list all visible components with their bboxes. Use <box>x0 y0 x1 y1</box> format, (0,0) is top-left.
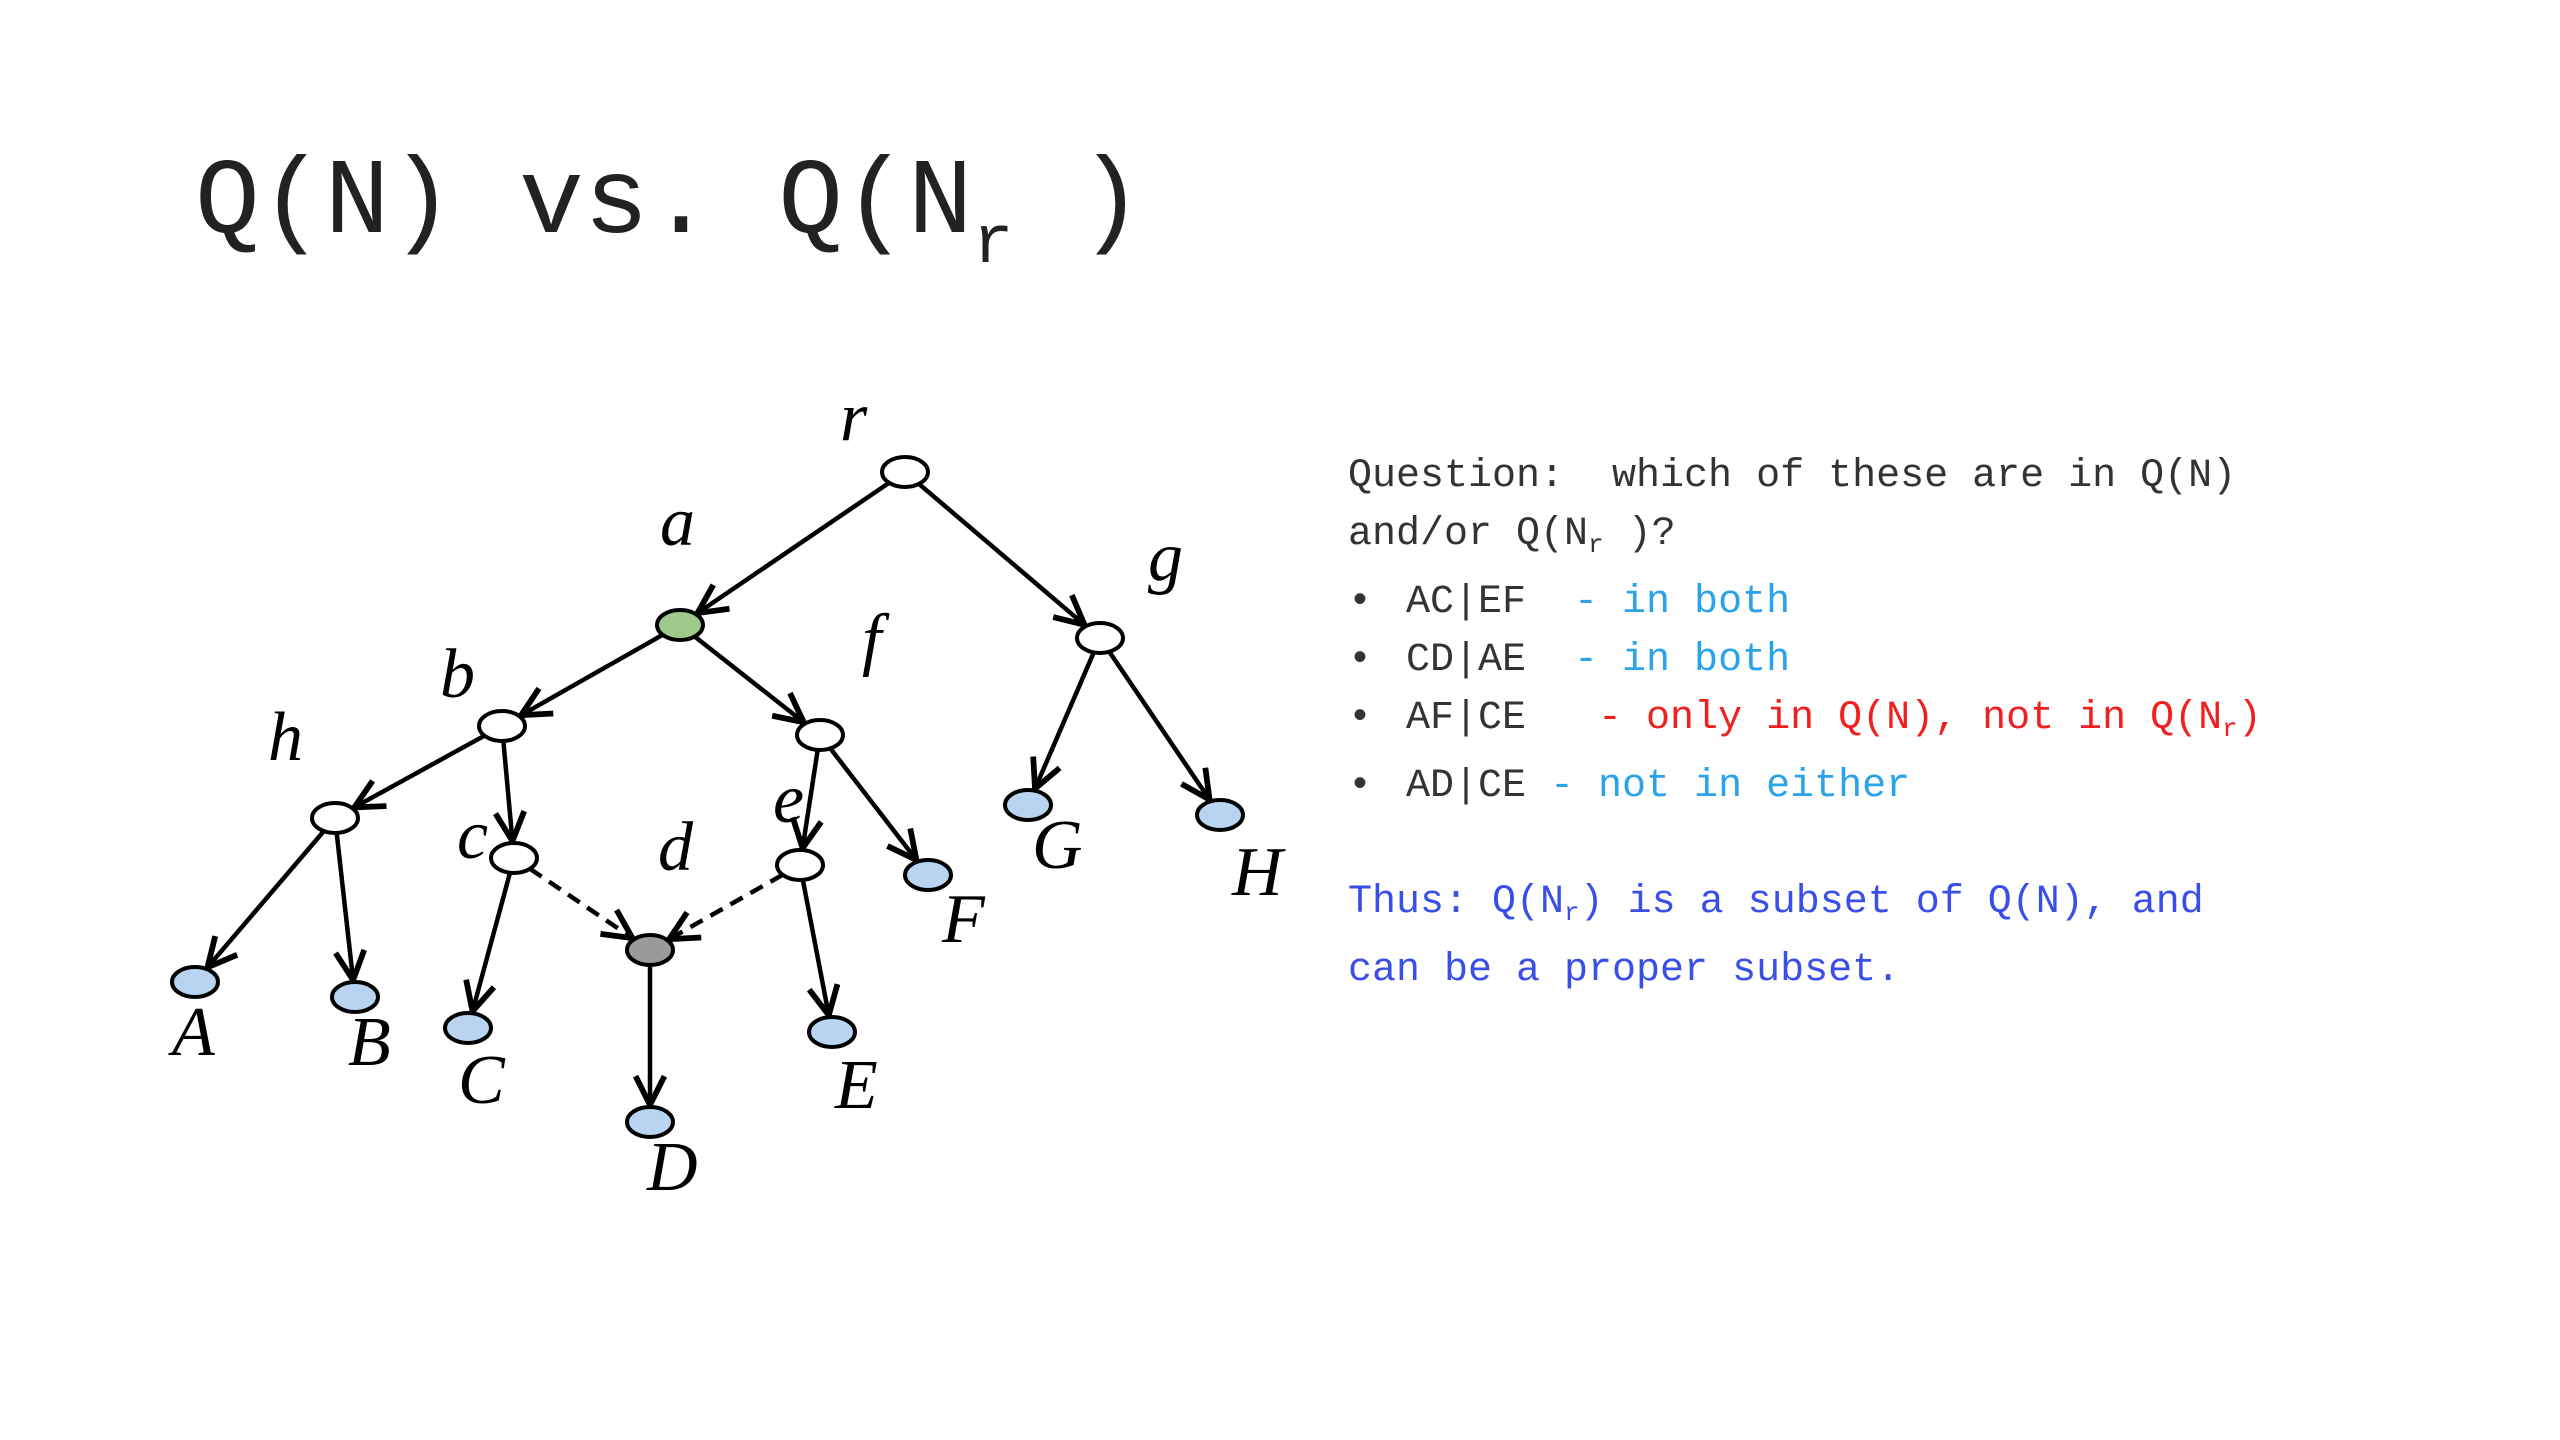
question-line-2-suffix: )? <box>1603 512 1676 557</box>
quartet-label: AD|CE <box>1406 764 1527 809</box>
tree-edge-b-h <box>354 733 486 808</box>
node-label-e: e <box>773 761 804 838</box>
network-nodes <box>170 455 1245 1139</box>
node-label-c: c <box>457 797 488 874</box>
internal-node-f <box>795 718 845 752</box>
question-line-2: and/or Q(Nr )? <box>1348 506 2548 574</box>
question-panel: Question: which of these are in Q(N) and… <box>1348 448 2548 1000</box>
node-label-f: f <box>862 601 890 678</box>
bullet-item: • AD|CE - not in either <box>1348 758 2548 816</box>
title-subscript: r <box>972 206 1014 283</box>
tree-edge-a-f <box>693 634 804 723</box>
node-label-E: E <box>834 1047 878 1124</box>
internal-node-h <box>310 801 360 835</box>
reticulate-edge-c-d <box>528 866 632 938</box>
tree-edge-g-G <box>1035 651 1096 788</box>
node-label-g: g <box>1148 519 1183 596</box>
quartet-answer-prefix: - only in Q(N), not in Q(N <box>1526 696 2223 741</box>
quartet-answer-subscript: r <box>2222 714 2238 744</box>
node-label-C: C <box>458 1042 506 1119</box>
question-line-2-prefix: and/or Q(N <box>1348 512 1589 557</box>
bullet-icon: • <box>1348 638 1373 683</box>
bullet-item: • CD|AE - in both <box>1348 632 2548 690</box>
conclusion-suffix: ) is a subset of Q(N), and <box>1579 880 2204 925</box>
quartet-answer: - in both <box>1526 580 1791 625</box>
internal-node-c <box>489 841 539 875</box>
bullet-icon: • <box>1348 580 1373 625</box>
leaf-node-B <box>330 980 380 1014</box>
conclusion-prefix: Thus: Q(N <box>1348 880 1565 925</box>
network-edges <box>207 480 1209 1105</box>
node-label-F: F <box>941 881 986 958</box>
tree-edge-f-F <box>828 747 916 860</box>
conclusion-line-2: can be a proper subset. <box>1348 948 1901 993</box>
quartet-answer-suffix: ) <box>2237 696 2262 741</box>
tree-edge-g-H <box>1107 650 1209 800</box>
leaf-node-F <box>903 858 953 892</box>
leaf-node-E <box>807 1015 857 1049</box>
bullet-icon: • <box>1348 696 1373 741</box>
leaf-node-A <box>170 965 220 999</box>
leaf-node-D <box>625 1105 675 1139</box>
internal-node-b <box>477 709 527 743</box>
tree-edge-r-g <box>917 482 1085 625</box>
internal-node-g <box>1075 621 1125 655</box>
conclusion-line-1: Thus: Q(Nr) is a subset of Q(N), and <box>1348 874 2548 942</box>
leaf-node-H <box>1195 798 1245 832</box>
bullet-icon: • <box>1348 764 1373 809</box>
internal-node-e <box>775 848 825 882</box>
node-label-h: h <box>268 699 303 776</box>
question-line-2-subscript: r <box>1588 530 1604 560</box>
internal-node-a <box>655 608 705 642</box>
node-label-B: B <box>348 1004 391 1081</box>
quartet-answer: - in both <box>1526 638 1791 683</box>
tree-edge-a-b <box>521 632 664 715</box>
quartet-label: CD|AE <box>1406 638 1527 683</box>
conclusion-subscript: r <box>1564 898 1580 928</box>
bullet-item: • AC|EF - in both <box>1348 574 2548 632</box>
node-label-D: D <box>646 1129 698 1206</box>
tree-edge-e-E <box>800 879 829 1015</box>
tree-edge-b-c <box>503 740 512 841</box>
node-label-b: b <box>440 636 475 713</box>
leaf-node-C <box>443 1011 493 1045</box>
question-line-1: Question: which of these are in Q(N) <box>1348 454 2237 499</box>
bullet-item: • AF|CE - only in Q(N), not in Q(Nr) <box>1348 690 2548 758</box>
tree-edge-h-A <box>207 829 326 967</box>
node-label-A: A <box>168 994 215 1071</box>
quartet-label: AF|CE <box>1406 696 1527 741</box>
tree-edge-f-e <box>803 749 818 848</box>
title-suffix: ) <box>1013 143 1144 265</box>
leaf-node-G <box>1003 788 1053 822</box>
slide-title: Q(N) vs. Q(Nr ) <box>195 150 1143 279</box>
node-label-r: r <box>840 379 868 456</box>
quartet-answer: - not in either <box>1526 764 1911 809</box>
title-prefix: Q(N) vs. Q(N <box>195 143 973 265</box>
quartet-answer: - only in Q(N), not in Q(Nr) <box>1526 696 2262 744</box>
internal-node-r <box>880 455 930 489</box>
quartet-label: AC|EF <box>1406 580 1527 625</box>
tree-edge-h-B <box>337 832 353 980</box>
tree-edge-r-a <box>698 480 891 613</box>
node-label-G: G <box>1032 807 1083 884</box>
internal-node-d <box>625 933 675 967</box>
node-label-d: d <box>658 809 694 886</box>
node-label-H: H <box>1231 834 1286 911</box>
tree-edge-c-C <box>473 872 513 1012</box>
node-label-a: a <box>660 484 695 561</box>
